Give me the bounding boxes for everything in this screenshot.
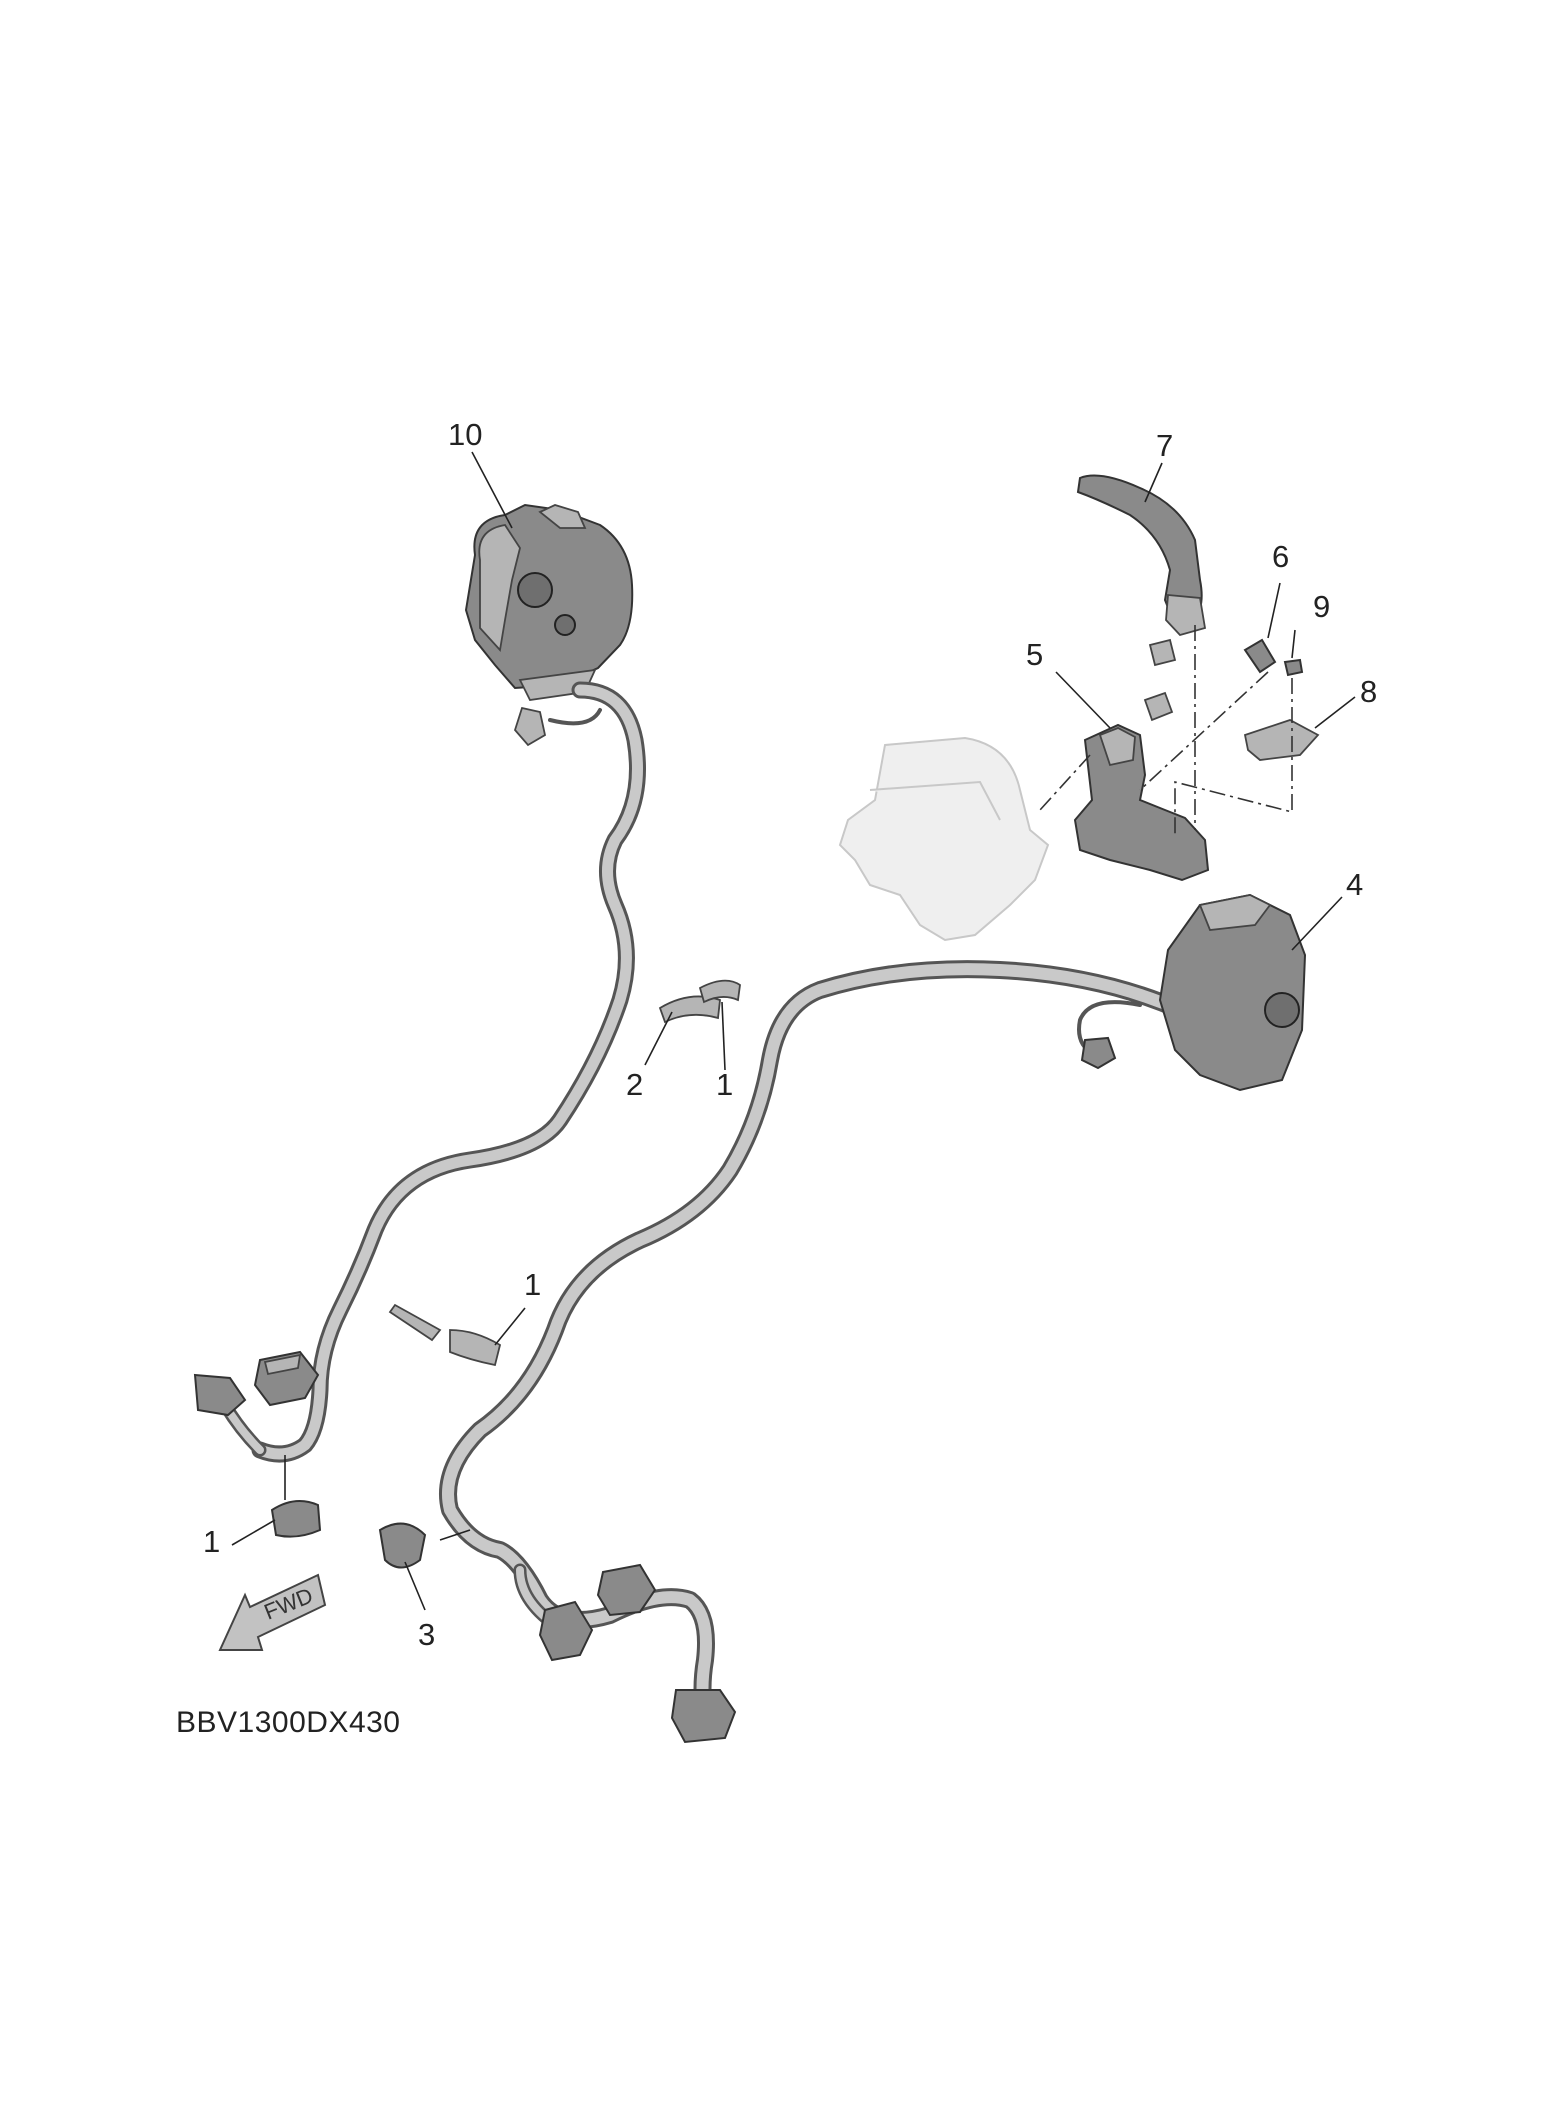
fwd-arrow-icon: FWD [218, 1573, 327, 1651]
callout-5: 5 [1026, 637, 1043, 672]
callout-1-lower: 1 [203, 1524, 220, 1559]
callout-2: 2 [626, 1067, 643, 1102]
callout-3: 3 [418, 1617, 435, 1652]
callout-1-middle: 1 [524, 1267, 541, 1302]
brake-lever [1076, 474, 1207, 637]
right-harness [439, 960, 1189, 1744]
small-parts [1243, 638, 1320, 761]
callout-labels: 10 7 6 9 5 8 4 2 1 1 1 3 [203, 417, 1377, 1652]
callout-8: 8 [1360, 674, 1377, 709]
callout-10: 10 [448, 417, 482, 452]
callout-6: 6 [1272, 539, 1289, 574]
ghost-master-cylinder [838, 736, 1050, 942]
callout-4: 4 [1346, 867, 1363, 902]
callout-9: 9 [1313, 589, 1330, 624]
left-handlebar-switch [464, 503, 634, 747]
left-harness [193, 681, 646, 1463]
callout-1-upper: 1 [716, 1067, 733, 1102]
lever-holder [1073, 638, 1210, 882]
diagram-code: BBV1300DX430 [176, 1706, 401, 1739]
callout-7: 7 [1156, 428, 1173, 463]
cable-clamps [270, 979, 741, 1569]
right-handlebar-switch [1158, 893, 1307, 1092]
leader-lines [231, 451, 1356, 1611]
